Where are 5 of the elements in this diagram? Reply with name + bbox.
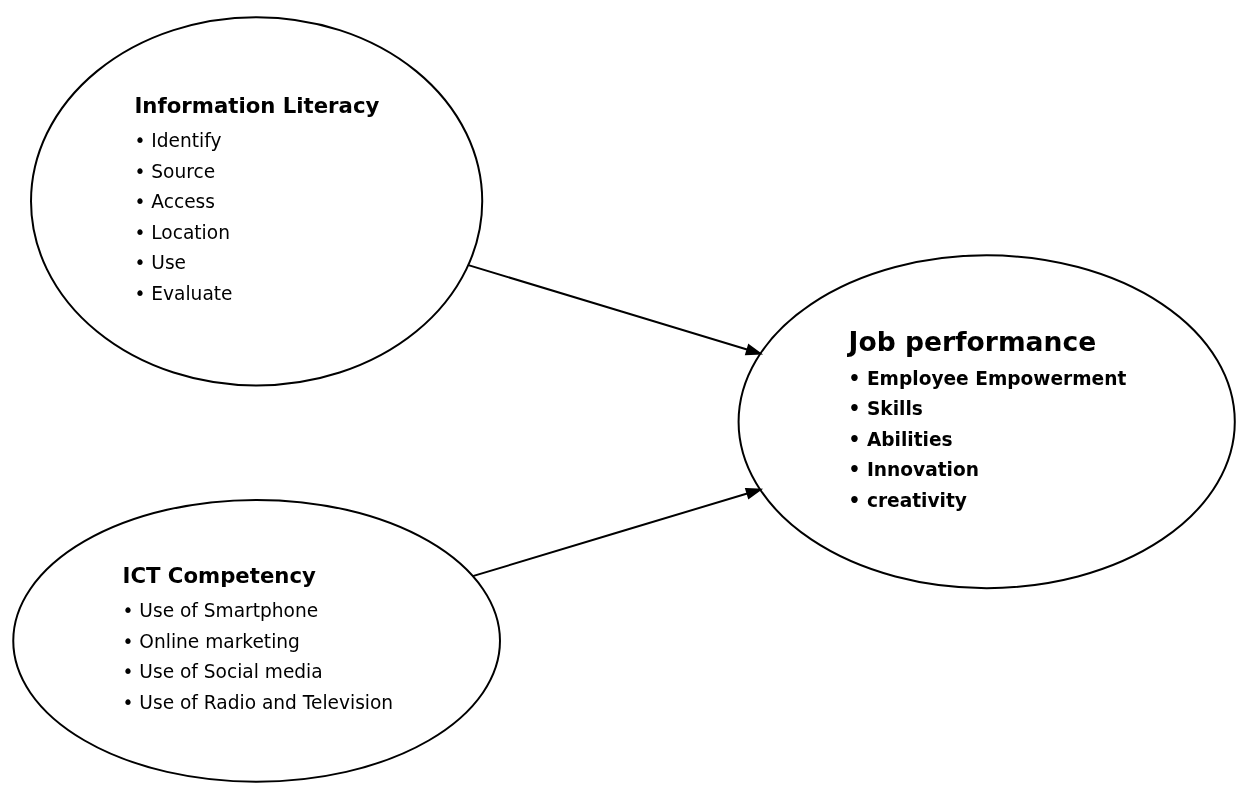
node-ellipse: Information Literacy • Identify • Source • Access • Location • Use • Evaluate <box>30 16 484 387</box>
arrow <box>467 264 764 356</box>
node-ellipse: ICT Competency • Use of Smartphone • Online marketing • Use of Social media • Use of Radio and Television <box>12 498 501 783</box>
arrow <box>471 487 764 578</box>
node-ellipse: Job performance • Employee Empowerment • Skills • Abilities • Innovation • creativity <box>737 254 1236 590</box>
